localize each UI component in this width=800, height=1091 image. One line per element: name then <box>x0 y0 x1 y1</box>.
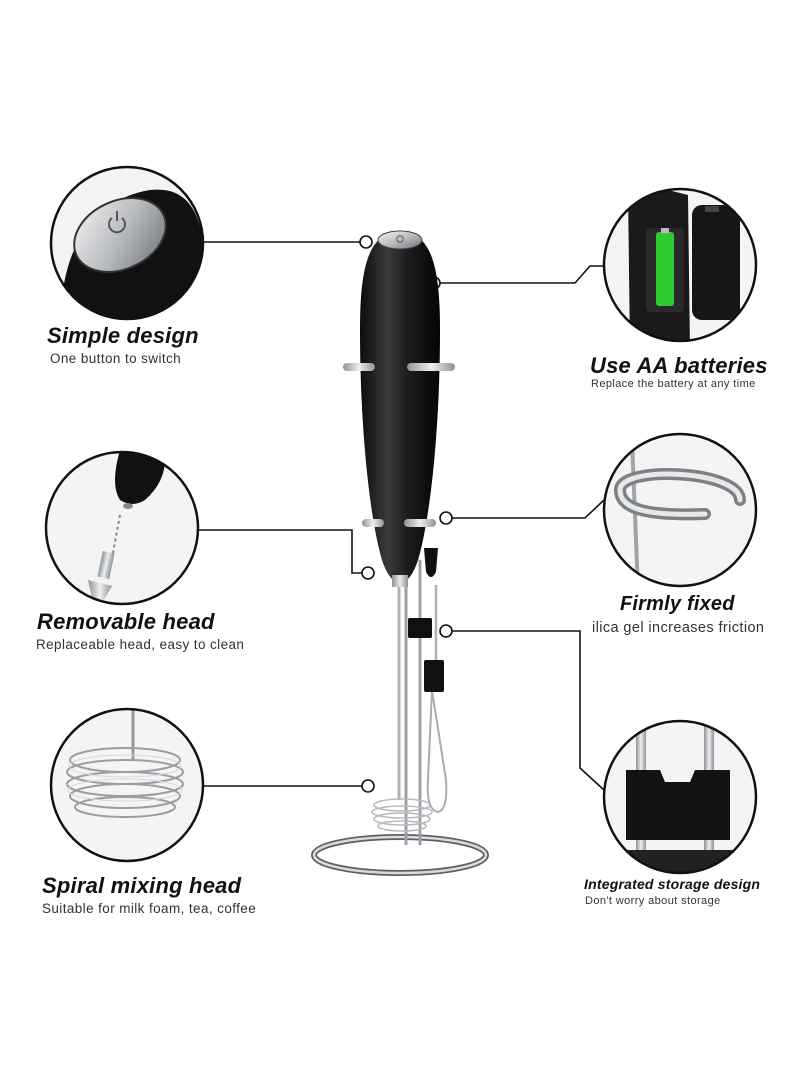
connector-lines <box>198 241 605 791</box>
detail-removable-head <box>44 450 200 606</box>
feature-subtitle-aa-batteries: Replace the battery at any time <box>591 378 756 390</box>
feature-subtitle-firmly-fixed: ilica gel increases friction <box>592 620 765 636</box>
connector-storage <box>452 630 605 791</box>
connector-aa-batteries <box>440 265 604 284</box>
feature-title-aa-batteries: Use AA batteries <box>590 353 768 378</box>
detail-storage <box>602 719 758 875</box>
connector-removable-head <box>198 529 362 574</box>
feature-subtitle-spiral-head: Suitable for milk foam, tea, coffee <box>42 901 257 916</box>
connector-firmly-fixed <box>452 499 605 519</box>
whisk-head-icon <box>88 514 121 600</box>
feature-subtitle-removable-head: Replaceable head, easy to clean <box>36 637 245 652</box>
holder-ring-icon <box>613 467 746 521</box>
power-button-icon <box>108 211 126 234</box>
feature-subtitle-storage: Don't worry about storage <box>585 895 721 907</box>
feature-title-storage: Integrated storage design <box>584 876 761 892</box>
spiral-whisk-icon <box>66 710 184 818</box>
feature-title-removable-head: Removable head <box>37 609 215 634</box>
feature-subtitle-simple-design: One button to switch <box>50 351 182 366</box>
feature-title-firmly-fixed: Firmly fixed <box>620 593 735 615</box>
milk-frother-product <box>311 230 489 876</box>
detail-aa-batteries <box>602 187 758 343</box>
detail-firmly-fixed <box>602 432 758 588</box>
feature-title-spiral-head: Spiral mixing head <box>42 873 242 898</box>
battery-icon <box>656 228 674 306</box>
detail-simple-design <box>49 165 205 321</box>
feature-title-simple-design: Simple design <box>47 323 199 348</box>
detail-spiral-head <box>49 707 205 863</box>
